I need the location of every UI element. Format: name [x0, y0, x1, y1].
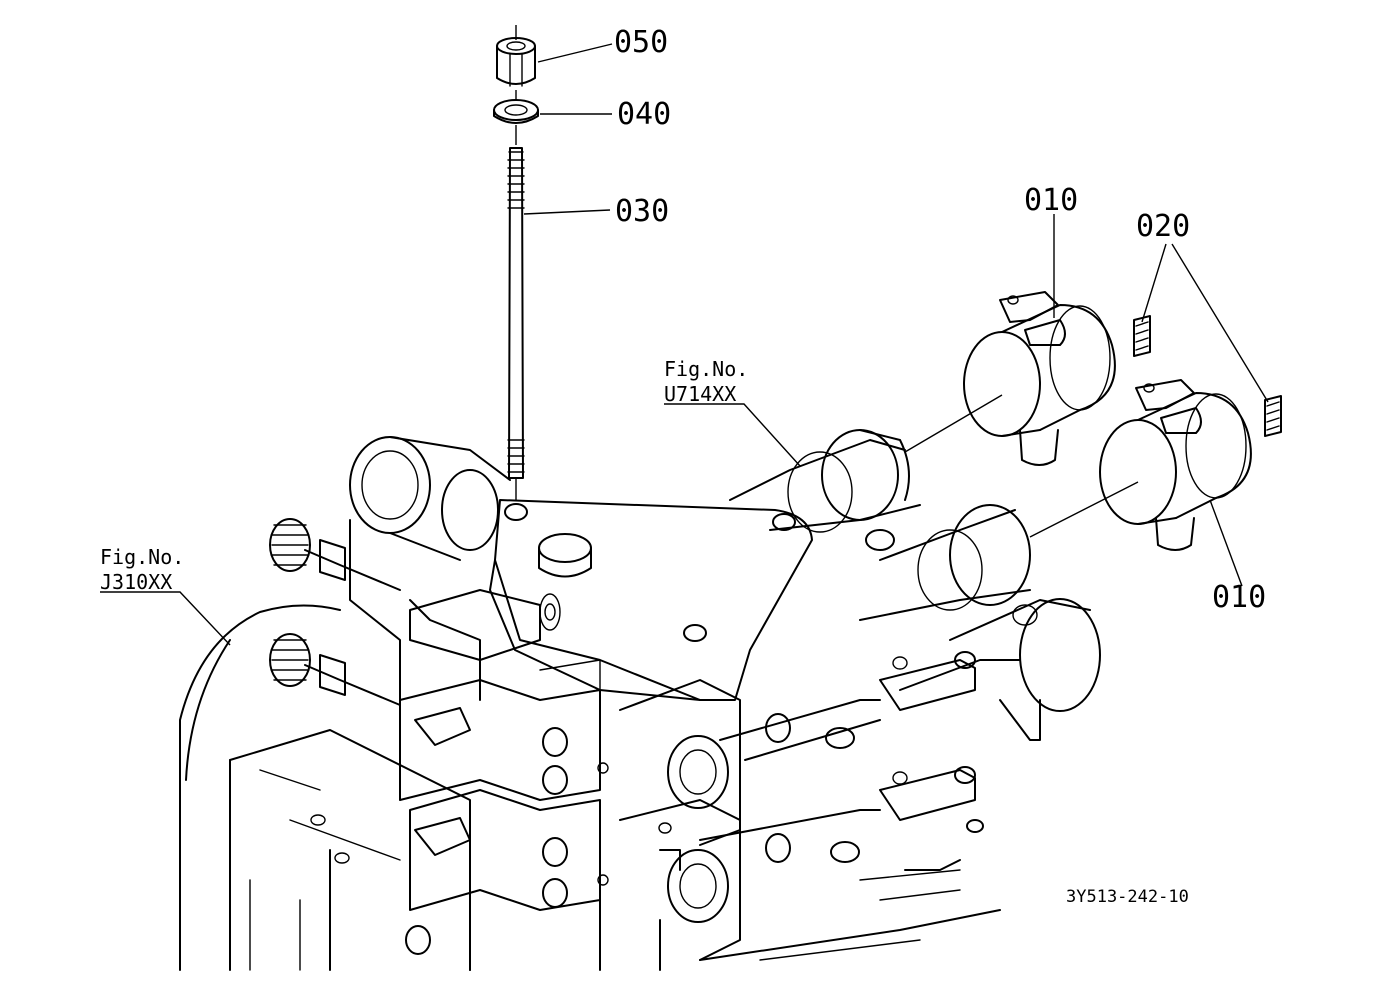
- valve-assembly-illustration: [179, 429, 1101, 971]
- label-part-040: 040: [617, 97, 671, 132]
- label-part-050: 050: [614, 25, 668, 60]
- part-030-stud: [507, 147, 525, 500]
- part-040-washer: [493, 99, 539, 124]
- part-010-solenoid-lower: [1099, 379, 1252, 551]
- leader-lines: [100, 43, 1269, 646]
- part-020-tag-upper: [1133, 315, 1151, 357]
- label-part-020: 020: [1136, 209, 1190, 244]
- fig-ref-u714-line1: Fig.No.: [664, 357, 748, 381]
- part-010-solenoid-upper: [963, 291, 1116, 466]
- part-020-tag-lower: [1264, 395, 1282, 437]
- label-part-010-upper: 010: [1024, 183, 1078, 218]
- fig-ref-j310-line1: Fig.No.: [100, 545, 184, 569]
- drawing-code: 3Y513-242-10: [1066, 887, 1189, 907]
- label-part-010-lower: 010: [1212, 580, 1266, 615]
- label-part-030: 030: [615, 194, 669, 229]
- gear-upper: [269, 518, 401, 591]
- gear-lower: [269, 633, 401, 706]
- fig-ref-u714-line2: U714XX: [664, 382, 736, 406]
- part-050-nut: [496, 37, 536, 87]
- fig-ref-j310-line2: J310XX: [100, 570, 172, 594]
